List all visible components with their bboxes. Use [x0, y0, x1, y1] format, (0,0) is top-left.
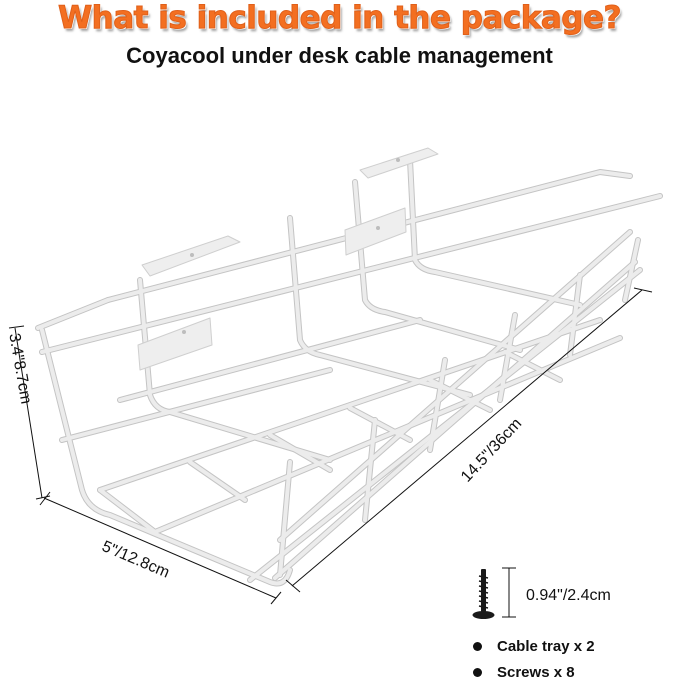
dimension-lines: [8, 287, 653, 618]
list-item-label: Screws x 8: [497, 663, 575, 681]
headline: What is included in the package?: [57, 0, 622, 37]
screw-icon: [472, 569, 495, 619]
screw-length-label: 0.94"/2.4cm: [526, 587, 611, 604]
wire-basket: [35, 147, 663, 587]
mounting-plate: [137, 147, 439, 371]
package-contents-list: Cable tray x 2 Screws x 8: [470, 633, 595, 683]
list-item: Screws x 8: [470, 659, 595, 683]
list-item: Cable tray x 2: [470, 633, 595, 659]
bullet-icon: [473, 667, 482, 677]
list-item-label: Cable tray x 2: [497, 637, 595, 655]
bullet-icon: [473, 641, 482, 651]
subtitle: Coyacool under desk cable management: [126, 43, 553, 68]
